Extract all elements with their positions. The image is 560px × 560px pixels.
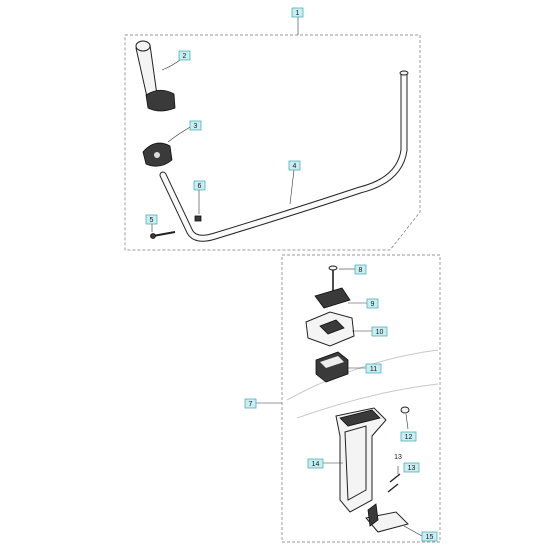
nut-part [194, 215, 202, 222]
bolt-part [152, 231, 176, 237]
callout-8-box [354, 264, 367, 275]
screw-13a [389, 473, 401, 483]
callout-3-text: 3 [194, 123, 198, 130]
callout-7-text: 7 [249, 401, 253, 408]
callout-3: 3 [189, 120, 202, 131]
leader-12 [405, 413, 409, 430]
callout-8-text: 8 [359, 267, 363, 274]
grip-collar [145, 89, 176, 112]
cover-inset [319, 319, 345, 335]
ghost-shaft-upper [286, 349, 439, 401]
callout-12-box [400, 431, 417, 442]
callout-4-text: 4 [293, 163, 297, 170]
callout-7: 7 [244, 398, 257, 409]
clamp-insert-top [320, 356, 344, 368]
callout-6: 6 [193, 180, 206, 191]
plate-clip [367, 503, 379, 527]
callout-11-box [365, 363, 382, 374]
bracket-face [344, 425, 367, 501]
callout-14-box [307, 458, 324, 469]
bracket-top [339, 409, 381, 427]
screw-13b [387, 483, 399, 493]
callout-13-plain: 13 [394, 454, 402, 461]
callout-1: 1 [291, 7, 304, 18]
callout-1-text: 1 [296, 10, 300, 17]
callout-13-plain-text: 13 [394, 454, 402, 461]
knob-part [314, 287, 351, 309]
callout-1-box [291, 7, 304, 18]
callout-11-text: 11 [370, 366, 377, 373]
washer-part [400, 406, 410, 414]
callout-2: 2 [178, 50, 191, 61]
handle-tube-highlight [160, 71, 407, 241]
leader-15 [403, 525, 423, 537]
callout-12: 12 [400, 431, 417, 442]
lower-group [256, 254, 441, 543]
callout-5-box [145, 214, 158, 225]
callout-4-box [288, 160, 301, 171]
callout-10: 10 [371, 326, 388, 337]
callout-10-text: 10 [376, 329, 384, 336]
callout-13-box [403, 462, 420, 473]
callout-9-box [366, 298, 379, 309]
tube-end [399, 70, 409, 76]
callout-3-box [189, 120, 202, 131]
callout-7-box [244, 398, 257, 409]
callout-9: 9 [366, 298, 379, 309]
callout-2-box [178, 50, 191, 61]
clamp-insert-part [315, 351, 349, 383]
callout-12-text: 12 [405, 434, 413, 441]
grip-part [135, 42, 158, 98]
upper-group [124, 17, 421, 251]
callout-14: 14 [307, 458, 324, 469]
callout-6-text: 6 [198, 183, 202, 190]
callout-10-box [371, 326, 388, 337]
callout-6-box [193, 180, 206, 191]
callout-13: 13 [403, 462, 420, 473]
leader-2 [161, 59, 181, 71]
callout-15: 15 [421, 531, 438, 542]
upper-group-outline [124, 34, 421, 251]
clamp-hole [154, 152, 160, 158]
leader-3 [167, 125, 193, 143]
leader-4 [289, 169, 295, 205]
screw-head [328, 265, 338, 271]
callout-15-box [421, 531, 438, 542]
callout-9-text: 9 [371, 301, 375, 308]
callout-2-text: 2 [183, 53, 187, 60]
ghost-shaft-lower [296, 383, 439, 419]
callout-4: 4 [288, 160, 301, 171]
callout-11: 11 [365, 363, 382, 374]
callout-8: 8 [354, 264, 367, 275]
callout-14-text: 14 [312, 461, 320, 468]
lower-group-outline [281, 254, 441, 543]
callout-5: 5 [145, 214, 158, 225]
bolt-head [150, 233, 156, 239]
grip-cap [135, 40, 151, 52]
callout-5-text: 5 [150, 217, 154, 224]
callout-15-text: 15 [426, 534, 434, 541]
callout-13-text: 13 [408, 465, 416, 472]
